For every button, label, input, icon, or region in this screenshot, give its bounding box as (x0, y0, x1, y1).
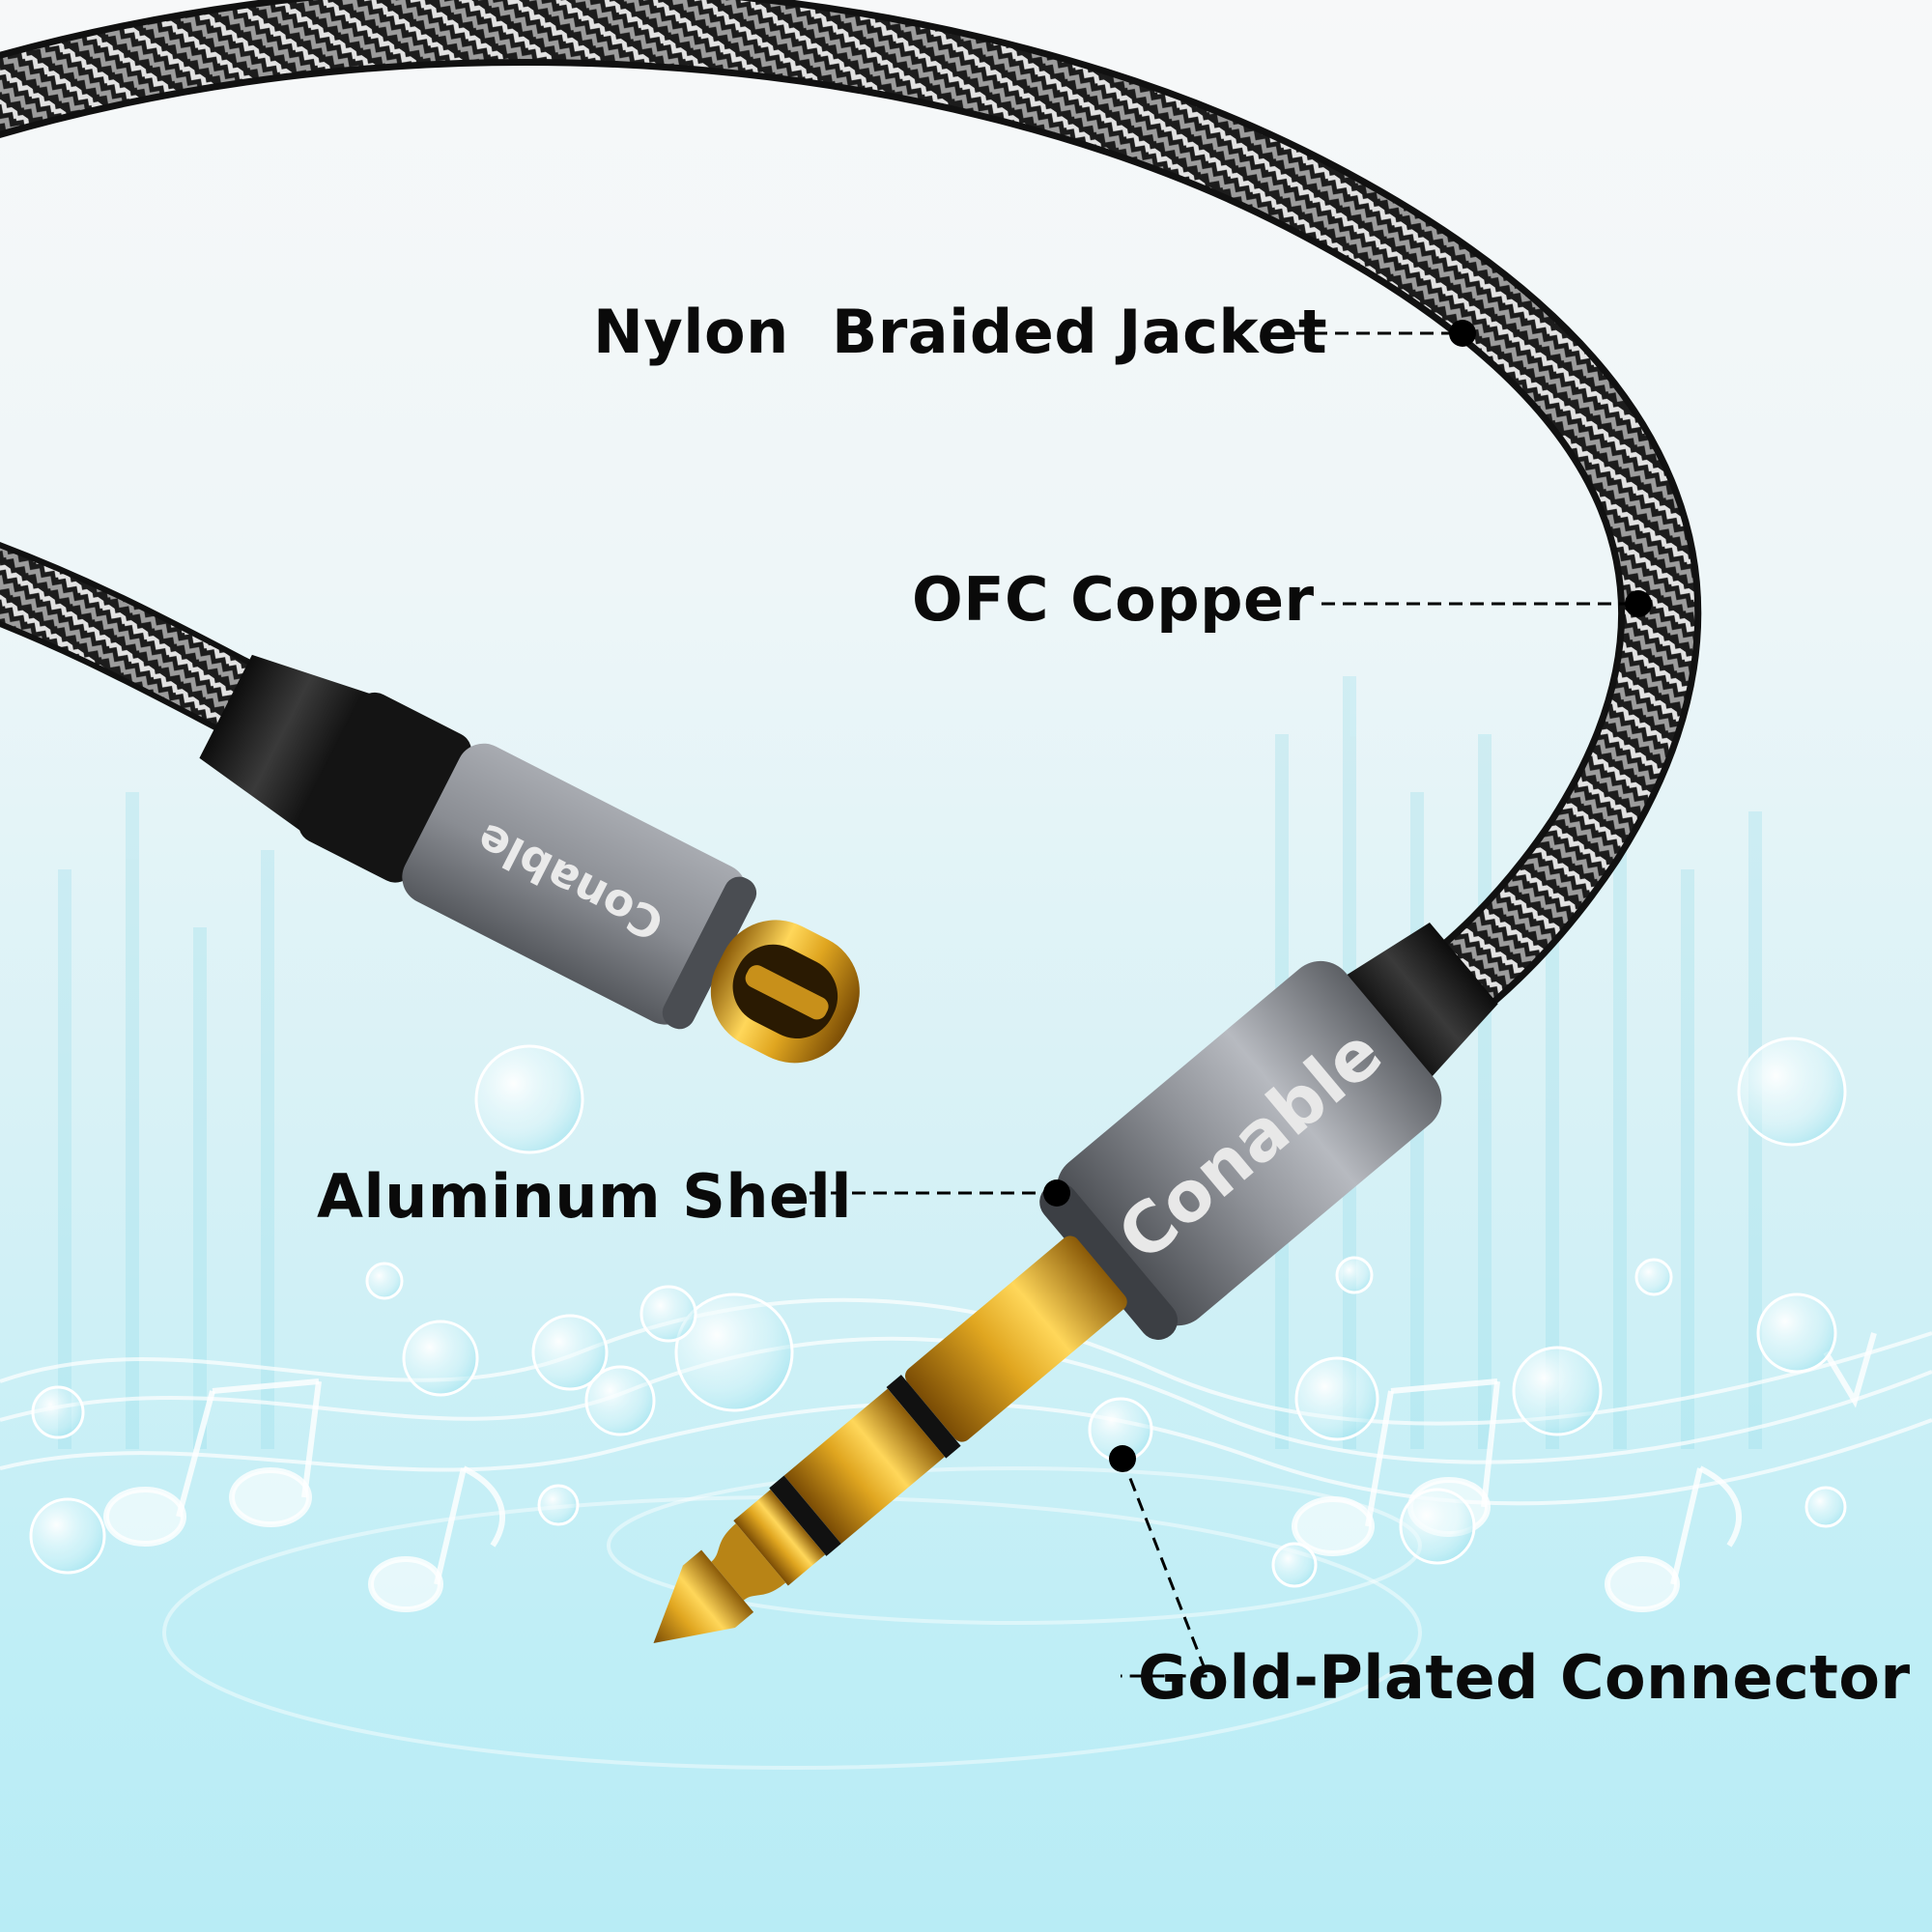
callout-dots (1043, 320, 1652, 1472)
label-ofc-copper: OFC Copper (912, 564, 1315, 635)
label-aluminum-shell: Aluminum Shell (317, 1161, 853, 1232)
jack-connector: Conable (653, 923, 1498, 1643)
callout-leaders (810, 331, 1636, 1678)
label-gold-plated-connector: Gold-Plated Connector (1138, 1642, 1911, 1713)
label-nylon-braided-jacket: Nylon Braided Jacket (593, 297, 1328, 367)
usb-c-plug-gold (710, 920, 860, 1064)
usb-c-connector: Conable (199, 654, 860, 1064)
bubble-decoration (29, 1037, 1847, 1588)
